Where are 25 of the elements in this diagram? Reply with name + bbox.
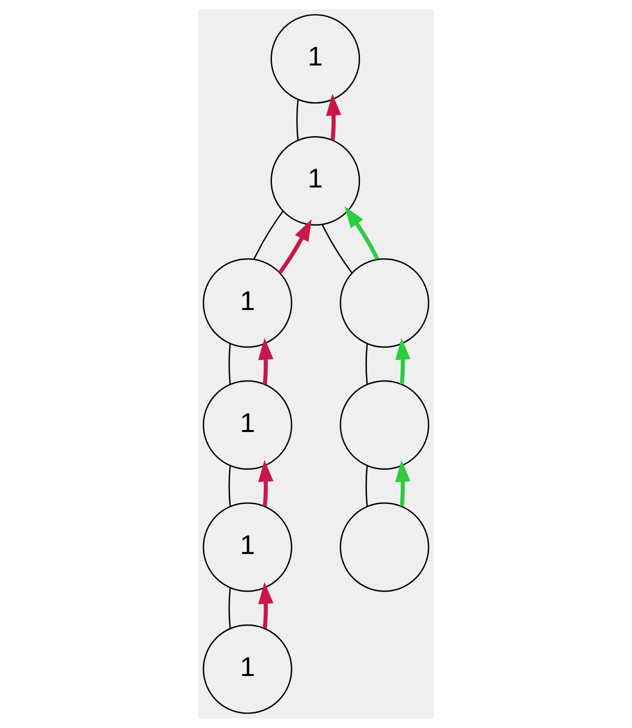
connector xyxy=(228,588,231,628)
node-circle xyxy=(340,502,430,592)
arrow xyxy=(395,460,410,506)
connector xyxy=(228,344,231,384)
connector xyxy=(253,210,284,260)
node-circle xyxy=(340,258,430,348)
connector xyxy=(366,344,368,384)
arrow xyxy=(258,460,274,506)
connector xyxy=(322,224,352,274)
arrow xyxy=(395,338,410,384)
arrow xyxy=(278,219,312,274)
node-circle: 1 xyxy=(270,136,360,226)
connector xyxy=(228,466,231,506)
node-circle xyxy=(340,380,430,470)
node-circle: 1 xyxy=(202,380,292,470)
arrow xyxy=(326,94,342,140)
connector xyxy=(296,100,299,140)
connector xyxy=(366,466,368,506)
node-circle: 1 xyxy=(270,14,360,104)
arrow xyxy=(344,206,380,260)
node-circle: 1 xyxy=(202,502,292,592)
node-circle: 1 xyxy=(202,258,292,348)
arrow xyxy=(258,582,274,628)
node-circle: 1 xyxy=(202,624,292,714)
arrow xyxy=(258,338,274,384)
